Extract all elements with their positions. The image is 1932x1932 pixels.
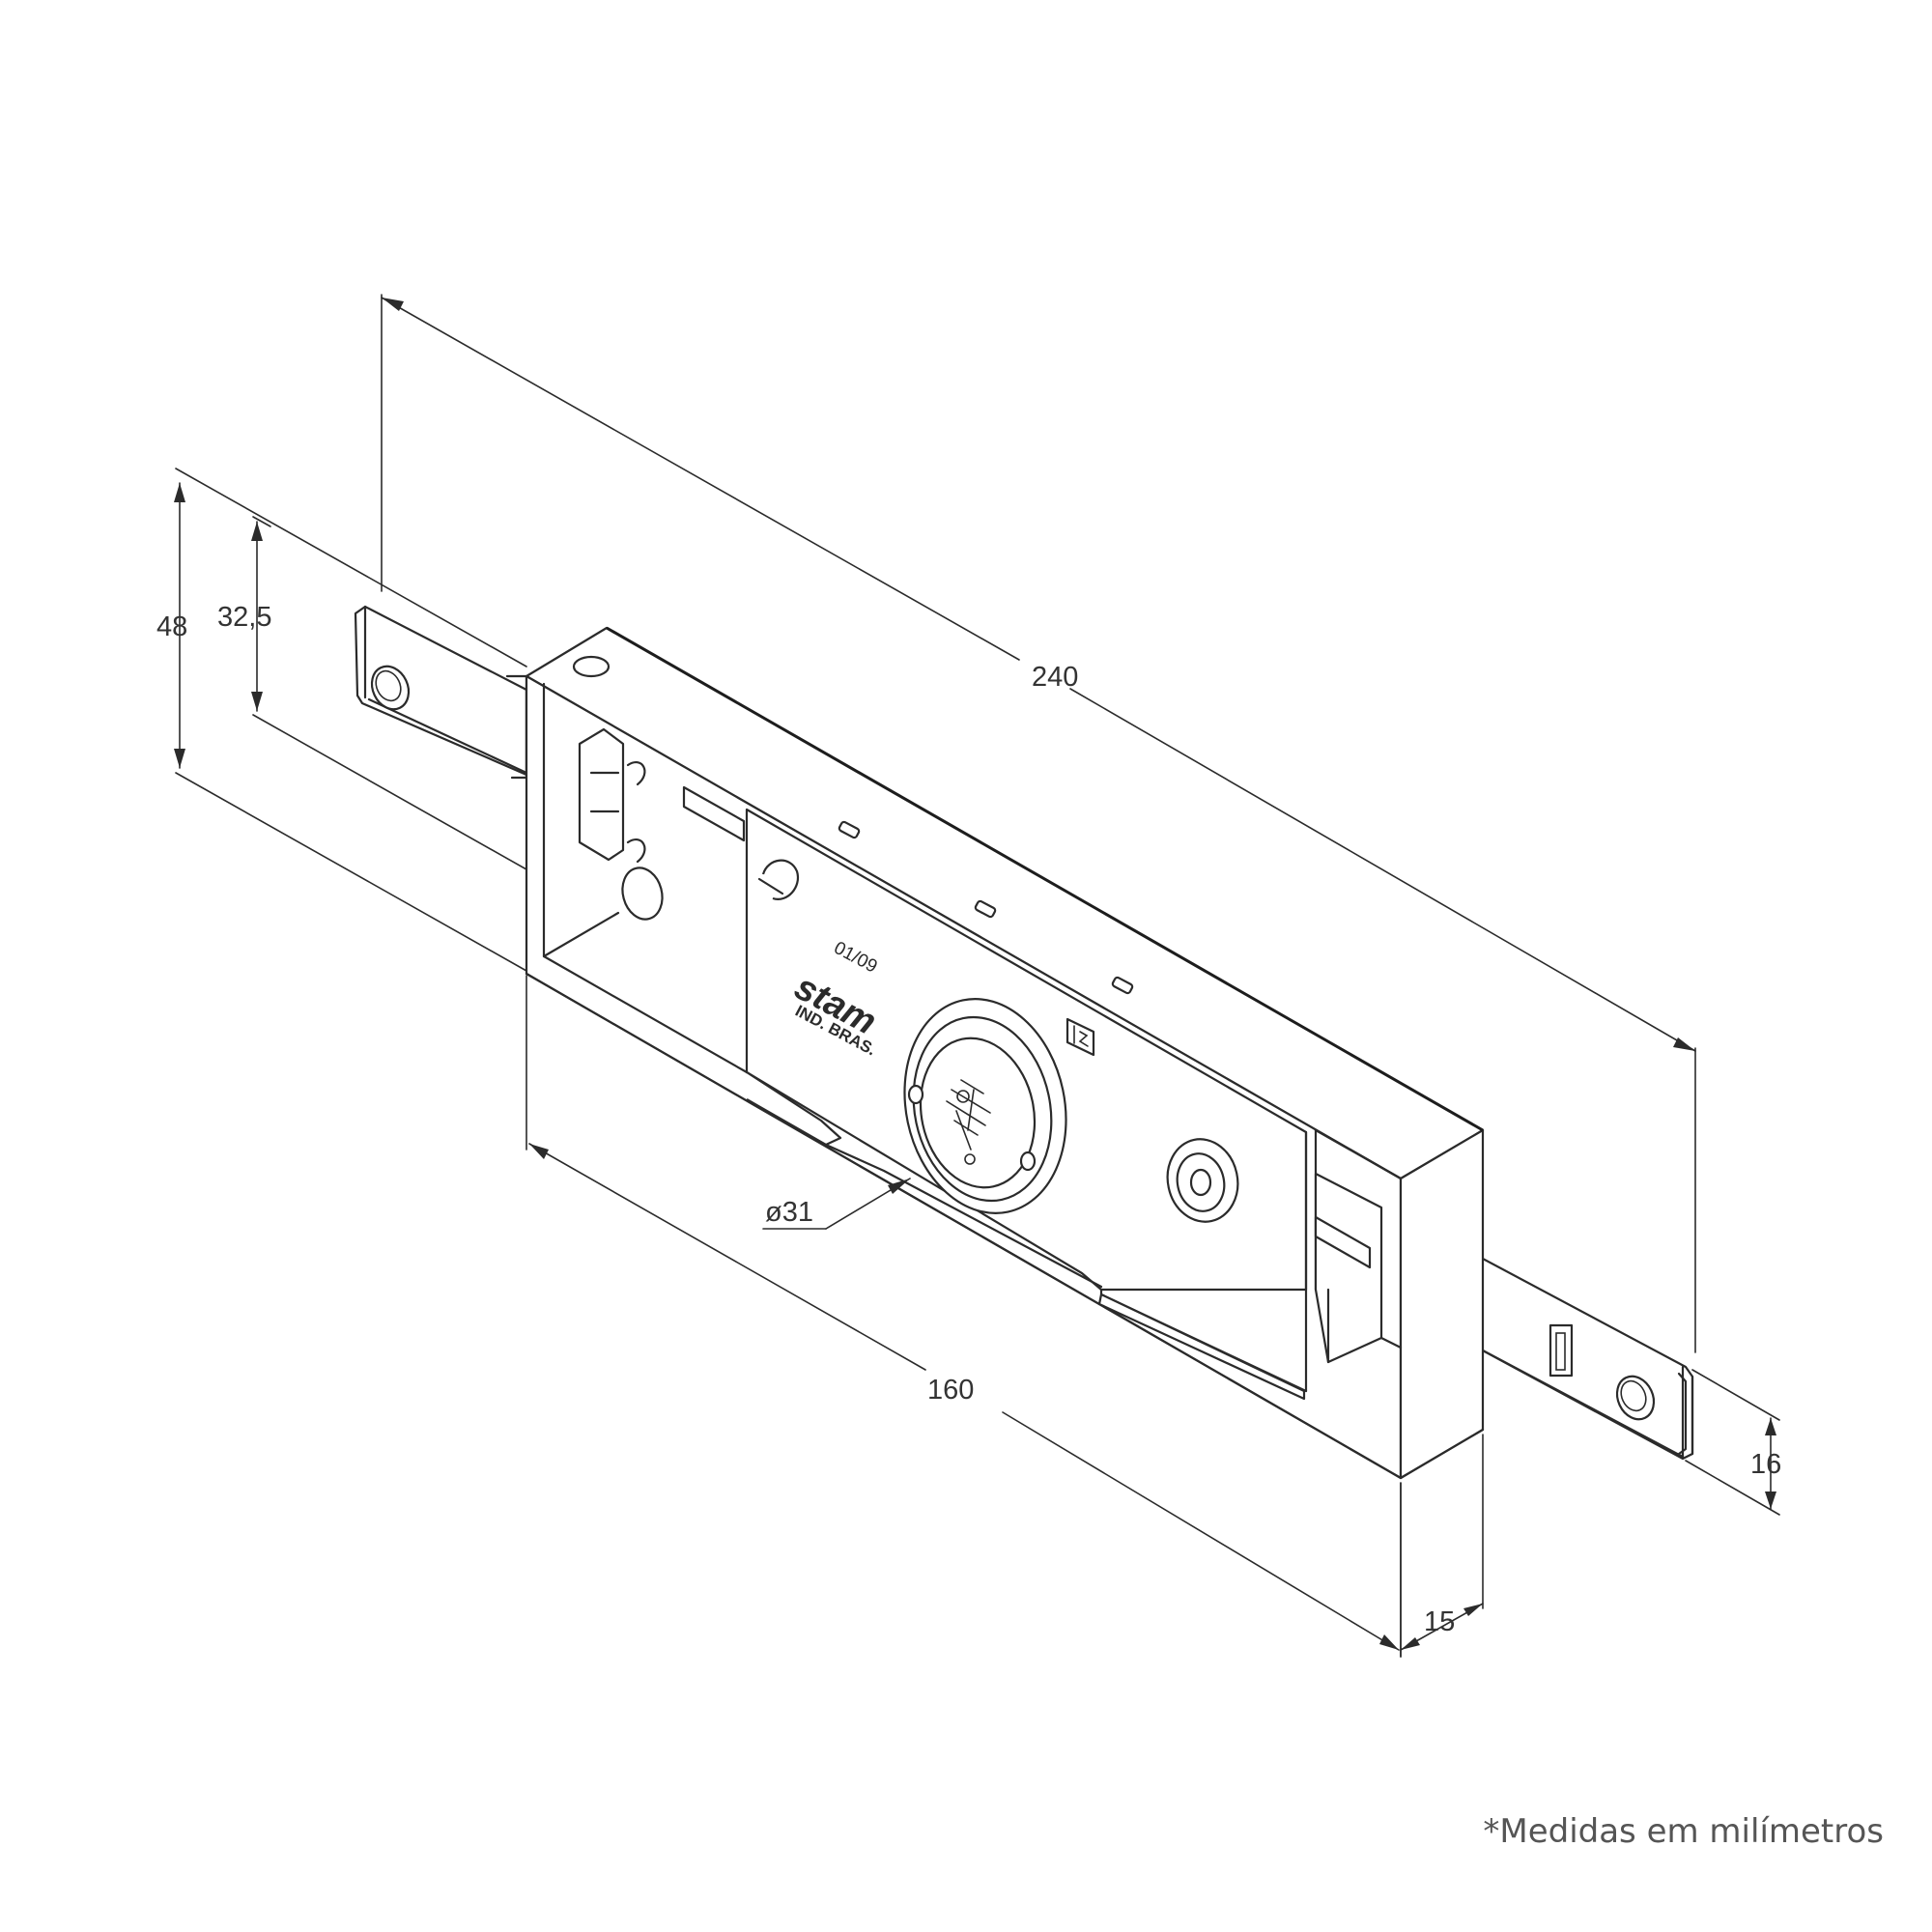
- keyway-icon: [946, 1079, 991, 1165]
- dim-label-160: 160: [927, 1375, 974, 1406]
- screw-hole-icon: [621, 867, 664, 921]
- screw-hole-icon: [1189, 1168, 1212, 1197]
- dimension-diameter-31: ø31: [762, 1178, 911, 1230]
- face-slot-icon: [1111, 976, 1134, 995]
- cylinder-pin-icon: [907, 1084, 924, 1105]
- face-slot-icon: [974, 899, 997, 919]
- mounting-hole-icon: [572, 655, 611, 678]
- dimension-32-5: 32,5: [217, 516, 527, 870]
- right-end-face: [1399, 1128, 1485, 1480]
- cylinder: [903, 998, 1067, 1214]
- dim-label-16: 16: [1750, 1449, 1781, 1480]
- cylinder-pin-icon: [1019, 1151, 1037, 1172]
- bolt-mechanism: [1314, 1172, 1383, 1364]
- bolt-hole-icon: [1615, 1375, 1656, 1421]
- dimension-48: 48: [156, 468, 527, 972]
- dimension-15: 15: [1400, 1434, 1484, 1658]
- units-footnote: *Medidas em milímetros: [1483, 1812, 1884, 1851]
- dimension-240: 240: [381, 294, 1696, 1353]
- left-bolt: [354, 605, 528, 780]
- latch-spring: [578, 727, 625, 862]
- bolt-hole-icon: [370, 665, 411, 711]
- lower-flange-left: [746, 1071, 842, 1147]
- dim-label-15: 15: [1424, 1606, 1455, 1637]
- dimension-16: 16: [1685, 1369, 1781, 1516]
- guide-slot: [682, 785, 746, 842]
- lower-flange-right: [1097, 1293, 1306, 1401]
- dim-label-48: 48: [156, 611, 187, 642]
- cam-icon: [761, 859, 800, 900]
- dim-label-diameter: ø31: [765, 1197, 813, 1228]
- dim-label-240: 240: [1032, 662, 1078, 693]
- screw-hole-right: [1166, 1138, 1239, 1223]
- face-slot-icon: [838, 820, 861, 839]
- dim-label-32-5: 32,5: [217, 602, 271, 633]
